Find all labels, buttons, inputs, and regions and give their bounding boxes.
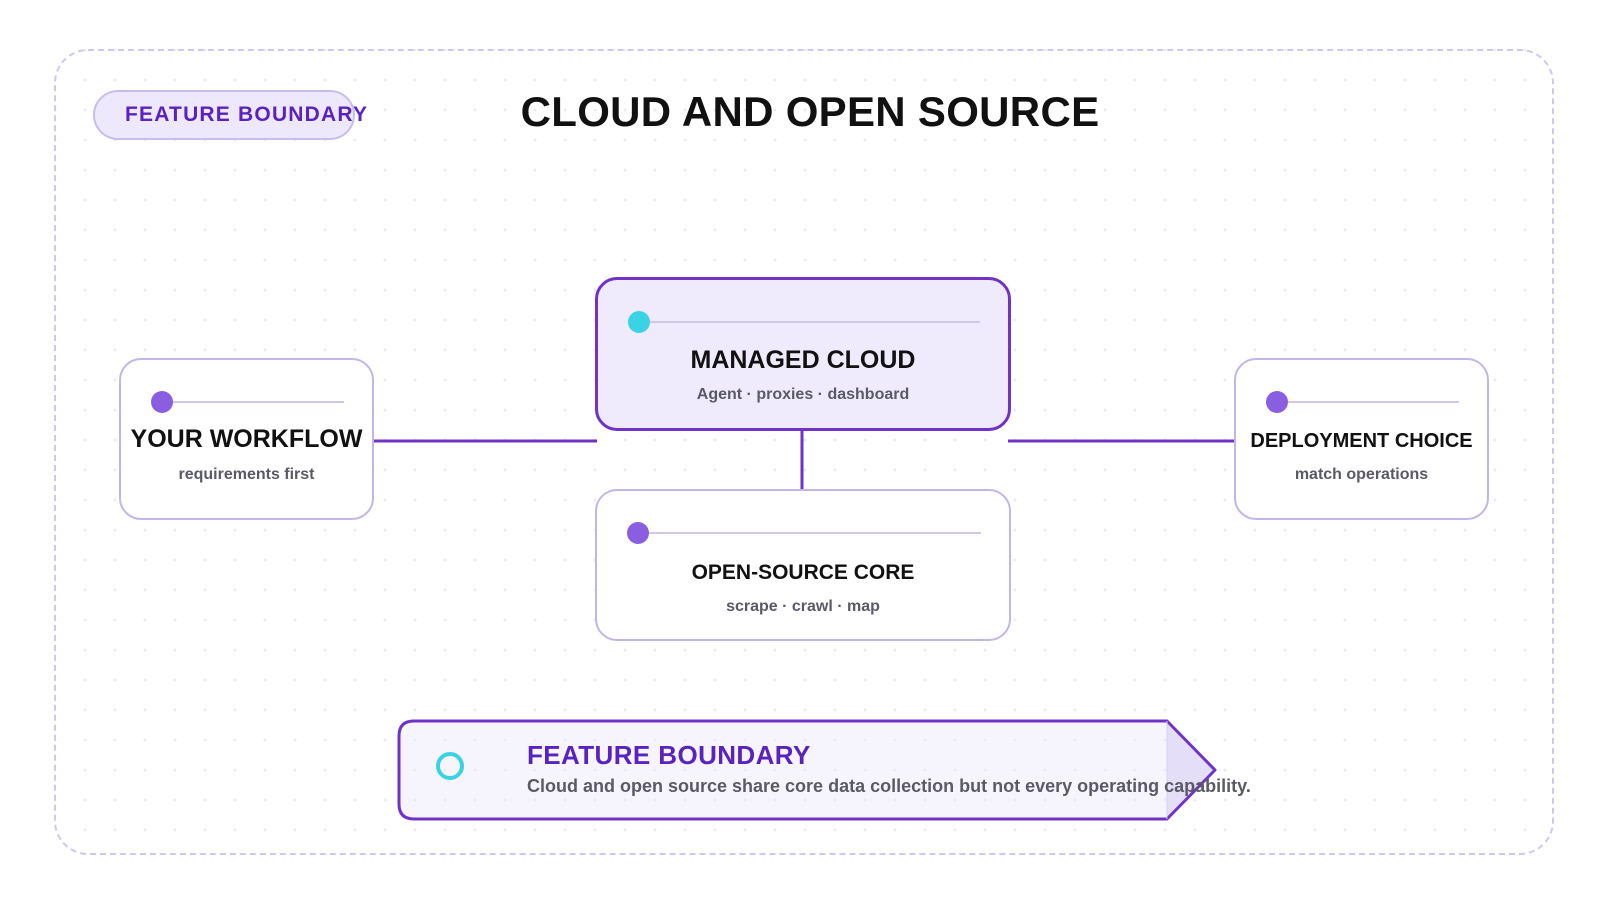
node-rule — [649, 532, 981, 534]
ring-icon — [436, 752, 464, 780]
node-rule — [650, 321, 980, 323]
node-managed-cloud: MANAGED CLOUD Agent · proxies · dashboar… — [595, 277, 1011, 431]
callout-text: Cloud and open source share core data co… — [527, 776, 1251, 796]
feature-boundary-badge: FEATURE BOUNDARY — [93, 90, 367, 140]
node-marker-icon — [627, 522, 649, 544]
node-marker-icon — [151, 391, 173, 413]
callout-arrow-shape — [397, 719, 1217, 821]
node-title: MANAGED CLOUD — [690, 346, 916, 374]
node-title: DEPLOYMENT CHOICE — [1250, 430, 1473, 452]
node-your-workflow: YOUR WORKFLOW requirements first — [119, 358, 374, 520]
node-subtitle: Agent · proxies · dashboard — [696, 386, 910, 403]
node-rule — [1288, 401, 1459, 403]
node-title: OPEN-SOURCE CORE — [691, 561, 915, 584]
node-subtitle: scrape · crawl · map — [726, 598, 880, 615]
page-title: CLOUD AND OPEN SOURCE — [520, 88, 1100, 135]
node-title: YOUR WORKFLOW — [130, 425, 363, 453]
feature-boundary-badge-label: FEATURE BOUNDARY — [125, 103, 369, 126]
node-open-source-core: OPEN-SOURCE CORE scrape · crawl · map — [595, 489, 1011, 641]
feature-boundary-callout: FEATURE BOUNDARY Cloud and open source s… — [396, 718, 1251, 822]
node-subtitle: match operations — [1294, 466, 1429, 483]
node-marker-icon — [1266, 391, 1288, 413]
node-deployment-choice: DEPLOYMENT CHOICE match operations — [1234, 358, 1489, 520]
callout-title: FEATURE BOUNDARY — [527, 740, 811, 770]
node-subtitle: requirements first — [178, 466, 315, 483]
node-rule — [173, 401, 344, 403]
node-marker-icon — [628, 311, 650, 333]
